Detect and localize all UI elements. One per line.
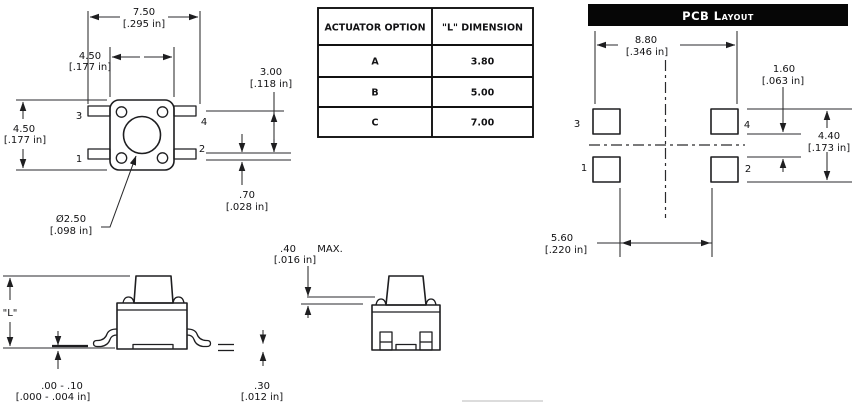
dim-text-in: [.098 in] <box>50 226 92 237</box>
dim-text-mm: .40 <box>280 244 296 255</box>
dim-lead-thickness: .30 [.012 in] <box>218 330 283 403</box>
dim-row-span-4-40: 4.40 [.173 in] <box>747 108 852 183</box>
dim-text-in: [.346 in] <box>626 47 668 58</box>
pcb-layout-title-bar <box>588 4 848 26</box>
cell-dim: 7.00 <box>471 118 495 129</box>
dim-lead-span-7-50: 7.50 [.295 in] <box>87 7 201 104</box>
pad-label-4: 4 <box>744 120 750 131</box>
dim-body-height-4-50: 4.50 [.177 in] <box>4 99 107 171</box>
switch-body-front <box>371 275 441 351</box>
dim-text-mm: .70 <box>239 190 255 201</box>
table-row: A 3.80 <box>371 57 494 68</box>
gullwing-lead-right <box>186 328 212 348</box>
dim-text-in: [.177 in] <box>4 135 46 146</box>
dome-ear <box>375 298 387 306</box>
table-header-l-dimension: "L" DIMENSION <box>442 23 523 34</box>
dim-coplanarity: .00 - .10 [.000 - .004 in] <box>16 331 91 403</box>
dim-text-in: [.063 in] <box>762 76 804 87</box>
dim-text-mm: 4.50 <box>13 124 35 135</box>
pad-1 <box>592 156 621 183</box>
dim-body-width-4-50: 4.50 [.177 in] <box>69 47 175 97</box>
pad-2 <box>710 156 739 183</box>
table-row: C 7.00 <box>372 118 495 129</box>
dome-ear <box>425 298 437 306</box>
dim-text-in: [.173 in] <box>808 143 850 154</box>
dim-pad-span-8-80: 8.80 [.346 in] <box>594 31 738 104</box>
pad-label-3: 3 <box>574 119 580 130</box>
cell-option: A <box>371 57 379 68</box>
top-view: 3 1 4 2 7.50 [.295 in] 4.50 [.177 in] 4.… <box>4 7 292 237</box>
cell-option: B <box>371 88 378 99</box>
corner-hole <box>156 152 169 164</box>
pcb-layout: PCB Layout 3 4 1 2 8.80 [.346 in] 1.60 <box>545 4 852 257</box>
pad-4 <box>710 108 739 135</box>
dim-height-L: "L" <box>3 277 18 347</box>
pin-label-2: 2 <box>199 144 205 155</box>
front-view: .40 MAX. [.016 in] <box>274 244 441 351</box>
solder-pads <box>592 108 739 183</box>
table-row: B 5.00 <box>371 88 494 99</box>
dim-text-in: [.028 in] <box>226 202 268 213</box>
dim-text-mm: 3.00 <box>260 67 282 78</box>
lead-1 <box>87 148 111 160</box>
corner-hole <box>156 106 169 118</box>
corner-hole <box>115 106 128 118</box>
table-header-actuator-option: ACTUATOR OPTION <box>324 23 425 34</box>
dim-text-mm: 5.60 <box>551 233 573 244</box>
actuator-circle <box>122 115 162 155</box>
cell-dim: 3.80 <box>471 57 495 68</box>
dim-text-in: [.118 in] <box>250 79 292 90</box>
gullwing-lead-left <box>92 328 118 348</box>
pin-label-1: 1 <box>76 154 82 165</box>
dim-text-max: MAX. <box>317 244 343 255</box>
dome-ear <box>172 296 185 304</box>
dim-text-in: [.016 in] <box>274 255 316 266</box>
dome-ear <box>122 296 135 304</box>
actuator-front <box>385 275 427 306</box>
dim-text-mm: 4.40 <box>818 131 840 142</box>
pad-3 <box>592 108 621 135</box>
dim-dome-height: .40 MAX. [.016 in] <box>274 244 375 318</box>
bottom-notch <box>395 343 417 350</box>
dim-text-in: [.000 - .004 in] <box>16 392 91 403</box>
corner-hole <box>115 152 128 164</box>
dim-text-mm: 4.50 <box>79 51 101 62</box>
cell-dim: 5.00 <box>471 88 495 99</box>
switch-body-side <box>92 275 212 350</box>
bottom-pedestal <box>132 343 174 349</box>
dim-text-mm: 7.50 <box>133 7 155 18</box>
dim-text-L: "L" <box>3 308 18 319</box>
dim-text-mm: 1.60 <box>773 64 795 75</box>
dim-lead-height-3-00: 3.00 [.118 in] <box>206 67 292 161</box>
pad-label-2: 2 <box>745 164 751 175</box>
dim-text-mm: 8.80 <box>635 35 657 46</box>
dim-actuator-diameter: Ø2.50 [.098 in] <box>50 155 137 237</box>
dim-col-gap-5-60: 5.60 [.220 in] <box>545 188 713 257</box>
leg-left <box>379 331 393 351</box>
actuator-option-table: ACTUATOR OPTION "L" DIMENSION A 3.80 B 5… <box>317 7 534 138</box>
actuator-side <box>133 275 174 304</box>
dim-pad-gap-1-60: 1.60 [.063 in] <box>747 64 804 172</box>
leg-right <box>419 331 433 351</box>
lead-3 <box>87 105 111 117</box>
cell-option: C <box>372 118 379 129</box>
side-view: "L" .00 - .10 [.000 - .004 in] .30 [.0 <box>3 275 283 403</box>
dim-text-mm: .00 - .10 <box>41 381 83 392</box>
dim-text-in: [.220 in] <box>545 245 587 256</box>
lead-4 <box>173 105 197 117</box>
dim-text-mm: .30 <box>254 381 270 392</box>
dim-text-mm: Ø2.50 <box>56 213 86 225</box>
dim-text-in: [.177 in] <box>69 62 111 73</box>
pad-label-1: 1 <box>581 163 587 174</box>
pin-label-3: 3 <box>76 111 82 122</box>
dim-text-in: [.295 in] <box>123 19 165 30</box>
pin-label-4: 4 <box>201 117 207 128</box>
lead-2 <box>173 148 197 160</box>
pcb-layout-title: PCB Layout <box>682 9 754 23</box>
switch-body-top-outline <box>87 99 197 171</box>
dim-text-in: [.012 in] <box>241 392 283 403</box>
dim-standoff-0-70: .70 [.028 in] <box>226 134 268 213</box>
